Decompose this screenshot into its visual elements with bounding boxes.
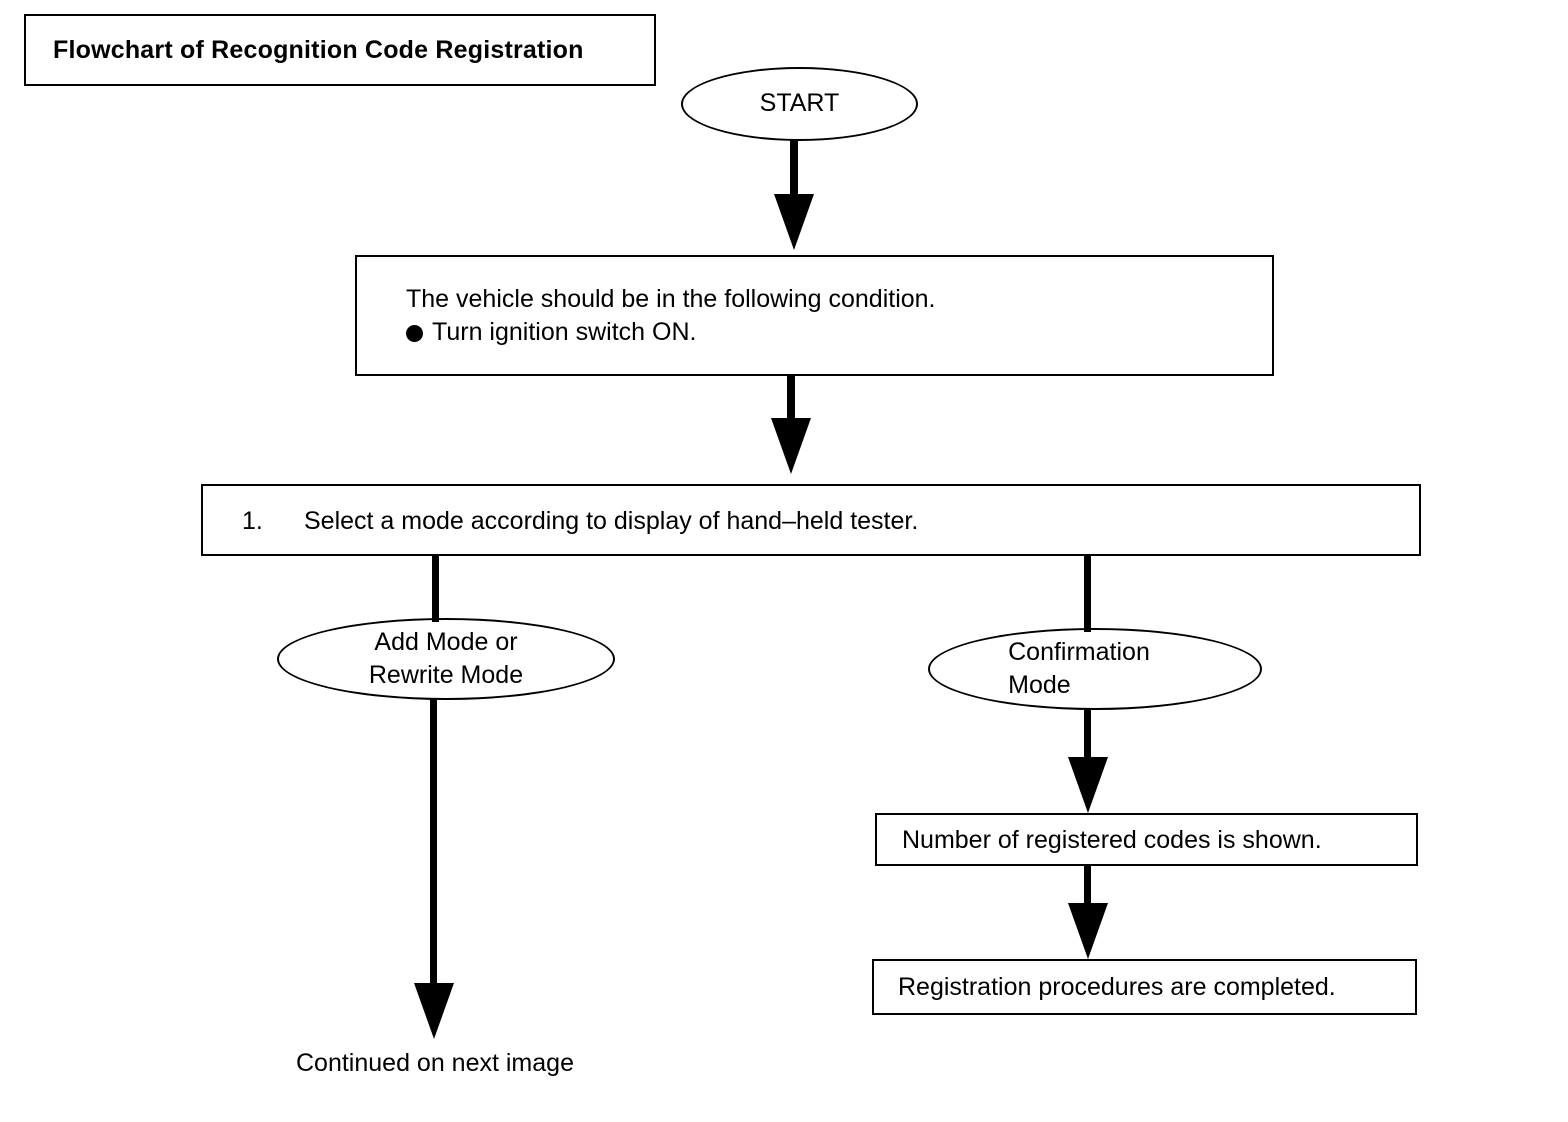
condition-line-2: Turn ignition switch ON. <box>432 318 697 346</box>
step-1-number: 1. <box>242 507 263 535</box>
connector-condition-to-step1-stem <box>787 376 795 420</box>
node-confirmation-mode-label: Confirmation Mode <box>1008 636 1150 703</box>
connector-confirmation-to-count-stem <box>1084 708 1091 760</box>
page-title: Flowchart of Recognition Code Registrati… <box>53 35 584 64</box>
connector-left-branch-to-continued-arrowhead <box>414 983 454 1039</box>
branch-right-line-2: Mode <box>1008 671 1071 699</box>
connector-step1-to-right-branch <box>1084 556 1091 632</box>
node-step-1: 1. Select a mode according to display of… <box>201 484 1421 556</box>
node-registration-completed: Registration procedures are completed. <box>872 959 1417 1015</box>
label-continued-on-next-image: Continued on next image <box>296 1049 574 1077</box>
node-vehicle-condition: The vehicle should be in the following c… <box>355 255 1274 376</box>
branch-left-line-1: Add Mode or <box>374 627 518 656</box>
flowchart-title-box: Flowchart of Recognition Code Registrati… <box>24 14 656 86</box>
node-confirmation-mode: Confirmation Mode <box>928 628 1262 710</box>
filled-circle-bullet-icon <box>406 325 423 342</box>
node-add-or-rewrite-mode-label: Add Mode or Rewrite Mode <box>369 626 523 693</box>
node-registered-code-count: Number of registered codes is shown. <box>875 813 1418 866</box>
connector-count-to-completed-arrowhead <box>1068 903 1108 959</box>
node-start-label: START <box>759 89 840 118</box>
branch-right-line-1: Confirmation <box>1008 637 1150 666</box>
node-add-or-rewrite-mode: Add Mode or Rewrite Mode <box>277 618 615 700</box>
registration-completed-text: Registration procedures are completed. <box>898 973 1336 1001</box>
connector-start-to-condition-stem <box>790 140 798 196</box>
connector-step1-to-left-branch <box>432 556 439 622</box>
connector-count-to-completed-stem <box>1084 866 1091 906</box>
branch-left-line-2: Rewrite Mode <box>368 661 524 689</box>
condition-line-1: The vehicle should be in the following c… <box>406 285 936 313</box>
step-1-text: Select a mode according to display of ha… <box>304 507 919 535</box>
connector-start-to-condition-arrowhead <box>774 194 814 250</box>
connector-confirmation-to-count-arrowhead <box>1068 757 1108 813</box>
node-start: START <box>681 67 918 141</box>
registered-code-count-text: Number of registered codes is shown. <box>902 826 1322 854</box>
connector-left-branch-to-continued-stem <box>430 698 437 986</box>
connector-condition-to-step1-arrowhead <box>771 418 811 474</box>
